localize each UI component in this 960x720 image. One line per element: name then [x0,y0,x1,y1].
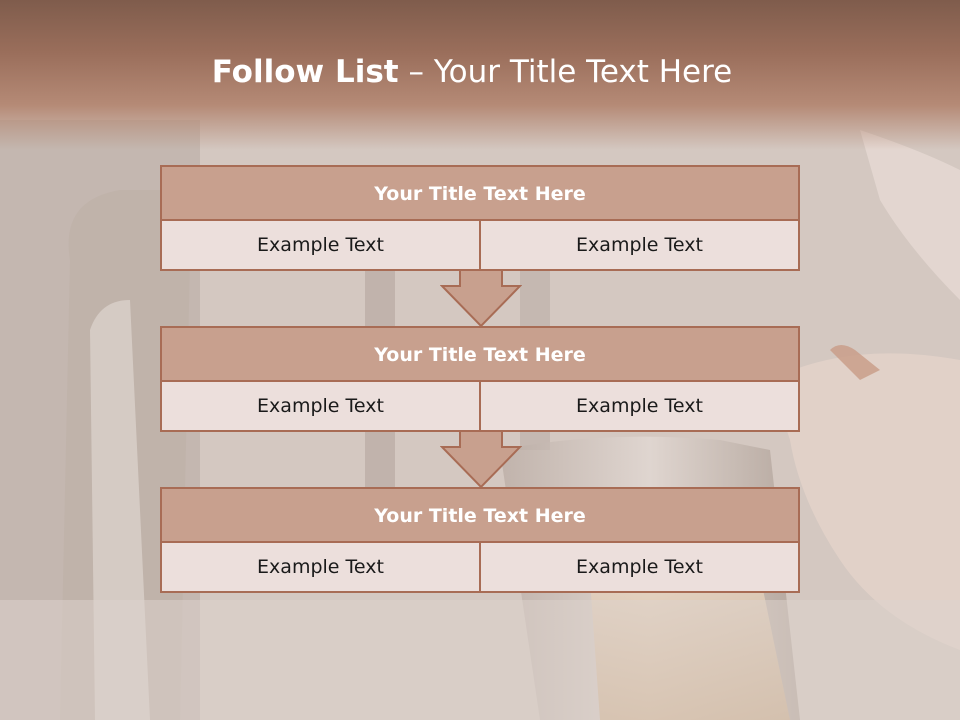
slide-title-rest: – Your Title Text Here [398,54,733,90]
block-3-title: Your Title Text Here [160,487,800,543]
block-2-right-cell: Example Text [479,382,800,432]
block-2-title: Your Title Text Here [160,326,800,382]
block-3-left-cell: Example Text [160,543,481,593]
down-arrow-1-icon [440,269,522,328]
block-2-left-cell: Example Text [160,382,481,432]
block-3-right-cell: Example Text [479,543,800,593]
slide-title-bold: Follow List [211,54,399,90]
block-1-title: Your Title Text Here [160,165,800,221]
slide-title: Follow List – Your Title Text Here [0,54,944,90]
block-1-left-cell: Example Text [160,221,481,271]
down-arrow-2-icon [440,430,522,489]
title-band [0,0,960,150]
block-1-right-cell: Example Text [479,221,800,271]
